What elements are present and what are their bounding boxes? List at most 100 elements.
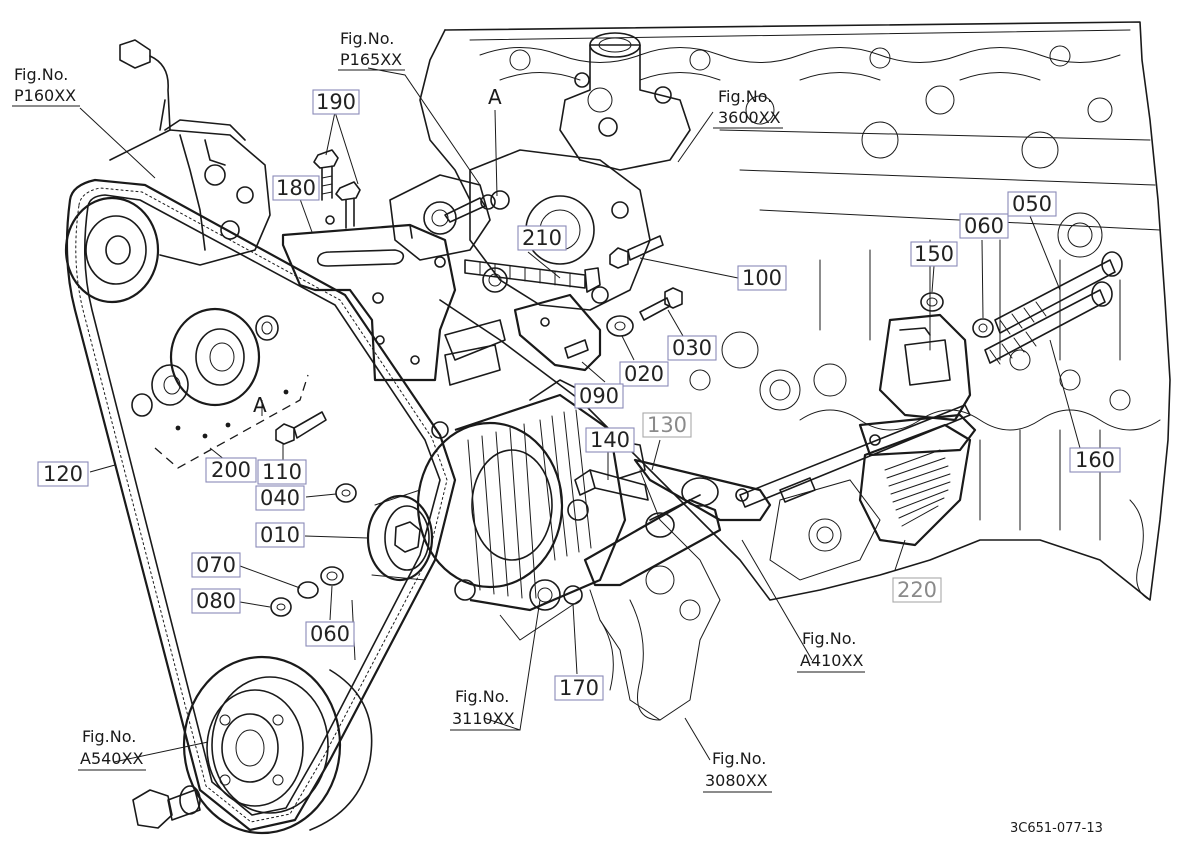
adjusting-stay-130 [574,458,772,587]
fig-ref-a540-line2: A540XX [80,749,143,768]
callout-150-text: 150 [914,242,954,266]
callout-190[interactable]: 190 [312,89,360,115]
callout-160[interactable]: 160 [1069,447,1121,473]
callout-020[interactable]: 020 [619,361,669,387]
callout-090[interactable]: 090 [574,383,624,409]
callout-220-text: 220 [897,578,937,602]
alternator-bracket [858,313,977,457]
engine-block [419,21,1171,721]
compressor-unit [64,39,271,304]
callout-180[interactable]: 180 [272,175,320,201]
callout-040[interactable]: 040 [255,485,305,511]
callout-060-upper-text: 060 [964,214,1004,238]
fig-ref-3110[interactable]: Fig.No. 3110XX [450,687,520,731]
spring-washer-070 [297,581,319,599]
callout-080-text: 080 [196,589,236,613]
callout-140[interactable]: 140 [585,427,635,453]
crank-pulley [182,655,373,835]
callout-020-text: 020 [624,362,664,386]
idler-pulley-200 [131,307,279,417]
bracket-090 [513,293,602,372]
fig-ref-3600[interactable]: Fig.No. 3600XX [713,87,783,129]
callout-060-upper[interactable]: 060 [959,213,1009,239]
nut-080 [270,597,292,617]
fig-ref-a540-line1: Fig.No. [82,727,136,746]
callout-210[interactable]: 210 [517,225,567,251]
crank-bolt [132,785,201,829]
bracket-180 [281,215,506,386]
figure-references: Fig.No. P160XX Fig.No. P165XX Fig.No. 36… [12,29,865,793]
fig-ref-a410[interactable]: Fig.No. A410XX [797,629,865,673]
fig-ref-3080-line1: Fig.No. [712,749,766,768]
fig-ref-p165-line2: P165XX [340,50,402,69]
callout-030[interactable]: 030 [667,335,717,361]
fig-ref-a410-line1: Fig.No. [802,629,856,648]
callout-110-text: 110 [262,460,302,484]
fig-ref-3080[interactable]: Fig.No. 3080XX [703,749,772,793]
callout-030-text: 030 [672,336,712,360]
fig-ref-p160[interactable]: Fig.No. P160XX [12,65,80,107]
callout-100-text: 100 [742,266,782,290]
callout-010-text: 010 [260,523,300,547]
callout-220[interactable]: 220 [892,577,942,603]
nut-040 [335,483,357,503]
bolt-210 [444,194,601,293]
alternator-010 [416,379,646,612]
water-pump-housing [389,32,691,311]
fig-ref-a410-line2: A410XX [800,651,863,670]
fig-ref-p160-line2: P160XX [14,86,76,105]
callout-160-text: 160 [1075,448,1115,472]
long-bolt-050 [994,251,1123,335]
drive-belt-120 [65,178,457,832]
callout-070[interactable]: 070 [191,552,241,578]
callout-180-text: 180 [276,176,316,200]
callout-090-text: 090 [579,384,619,408]
callout-210-text: 210 [522,226,562,250]
callout-050[interactable]: 050 [1007,191,1057,217]
callout-150[interactable]: 150 [910,241,958,267]
bolt-190-pair [313,149,361,229]
leader-lines [79,67,1081,763]
callout-060-lower-text: 060 [310,622,350,646]
callout-200[interactable]: 200 [205,457,257,483]
callout-100[interactable]: 100 [737,265,787,291]
callout-120-text: 120 [43,462,83,486]
marker-a-top: A [488,85,502,109]
fig-ref-3600-line1: Fig.No. [718,87,772,106]
fig-ref-p165[interactable]: Fig.No. P165XX [338,29,405,71]
callout-130-text: 130 [647,413,687,437]
idler-kit-dashed-outline [154,374,309,469]
heat-shield-220 [858,423,972,547]
callout-170[interactable]: 170 [554,675,604,701]
fig-ref-p160-line1: Fig.No. [14,65,68,84]
washer-020 [606,315,634,337]
callout-170-text: 170 [559,676,599,700]
callout-190-text: 190 [316,90,356,114]
tension-rail [739,404,971,508]
marker-a-bottom: A [253,393,267,417]
fig-ref-3110-line1: Fig.No. [455,687,509,706]
callout-130[interactable]: 130 [642,412,692,438]
callout-110[interactable]: 110 [257,459,307,485]
alternator-pulley [366,489,434,582]
washer-060-upper [972,318,994,338]
fig-ref-a540[interactable]: Fig.No. A540XX [78,727,146,771]
callout-060-lower[interactable]: 060 [305,621,355,647]
fig-ref-p165-line1: Fig.No. [340,29,394,48]
bolt-030 [639,287,683,321]
callout-200-text: 200 [211,458,251,482]
drawing-number: 3C651-077-13 [1010,821,1103,836]
callout-010[interactable]: 010 [255,522,305,548]
bolt-110 [275,411,327,445]
bolt-100 [609,235,664,269]
callout-050-text: 050 [1012,192,1052,216]
fig-ref-3600-line2: 3600XX [718,108,781,127]
fig-ref-3080-line2: 3080XX [705,771,768,790]
long-bolt-160 [984,281,1113,365]
callout-070-text: 070 [196,553,236,577]
fig-ref-3110-line2: 3110XX [452,709,515,728]
washer-060-lower [320,566,344,586]
callout-120[interactable]: 120 [37,461,89,487]
callout-080[interactable]: 080 [191,588,241,614]
